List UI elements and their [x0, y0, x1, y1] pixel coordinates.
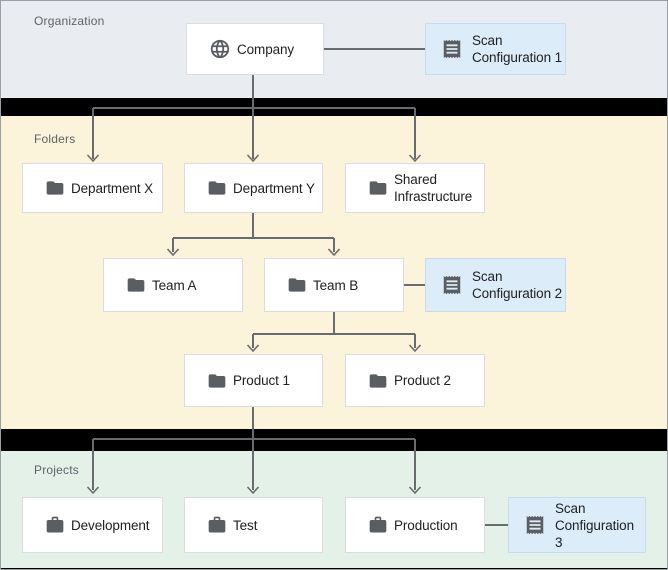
folder-icon — [368, 178, 388, 198]
node-label: Department Y — [233, 180, 315, 196]
divider-bar-edge — [1, 568, 667, 569]
folder-icon — [207, 371, 227, 391]
node-label: Department X — [71, 180, 154, 196]
node-label: Test — [233, 517, 258, 533]
briefcase-icon — [45, 515, 65, 535]
node-test: Test — [184, 497, 323, 553]
node-label: Company — [237, 41, 295, 57]
node-scan-configuration-2: Scan Configuration 2 — [425, 258, 566, 312]
node-label: Production — [394, 517, 458, 533]
node-label: Product 2 — [394, 373, 451, 388]
node-label: Scan Configuration 3 — [555, 500, 635, 550]
receipt-icon — [441, 273, 463, 297]
receipt-icon — [441, 37, 463, 61]
folder-icon — [287, 275, 307, 295]
briefcase-icon — [207, 515, 227, 535]
node-team-a: Team A — [103, 258, 243, 312]
node-product-2: Product 2 — [345, 354, 485, 407]
node-label: Development — [71, 517, 150, 533]
node-department-x: Department X — [22, 163, 163, 213]
node-scan-configuration-3: Scan Configuration 3 — [508, 497, 646, 553]
section-label-organization: Organization — [34, 14, 105, 28]
node-shared-infrastructure: Shared Infrastructure — [345, 163, 485, 213]
folder-icon — [126, 275, 146, 295]
node-label: Scan Configuration 1 — [472, 33, 563, 65]
node-label: Team B — [313, 277, 359, 293]
briefcase-icon — [368, 515, 388, 535]
node-company: Company — [186, 23, 324, 75]
node-label: Scan Configuration 2 — [472, 269, 563, 301]
node-scan-configuration-1: Scan Configuration 1 — [425, 23, 566, 75]
node-team-b: Team B — [264, 258, 404, 312]
folder-icon — [368, 371, 388, 391]
node-label: Team A — [152, 277, 197, 293]
section-label-projects: Projects — [34, 463, 79, 477]
globe-icon — [209, 38, 231, 60]
receipt-icon — [524, 513, 546, 537]
node-label: Product 1 — [233, 373, 290, 388]
node-development: Development — [22, 497, 163, 553]
node-label: Shared Infrastructure — [394, 172, 473, 204]
node-product-1: Product 1 — [184, 354, 323, 407]
section-label-folders: Folders — [34, 132, 76, 146]
node-production: Production — [345, 497, 485, 553]
node-department-y: Department Y — [184, 163, 323, 213]
folder-icon — [207, 178, 227, 198]
folder-icon — [45, 178, 65, 198]
